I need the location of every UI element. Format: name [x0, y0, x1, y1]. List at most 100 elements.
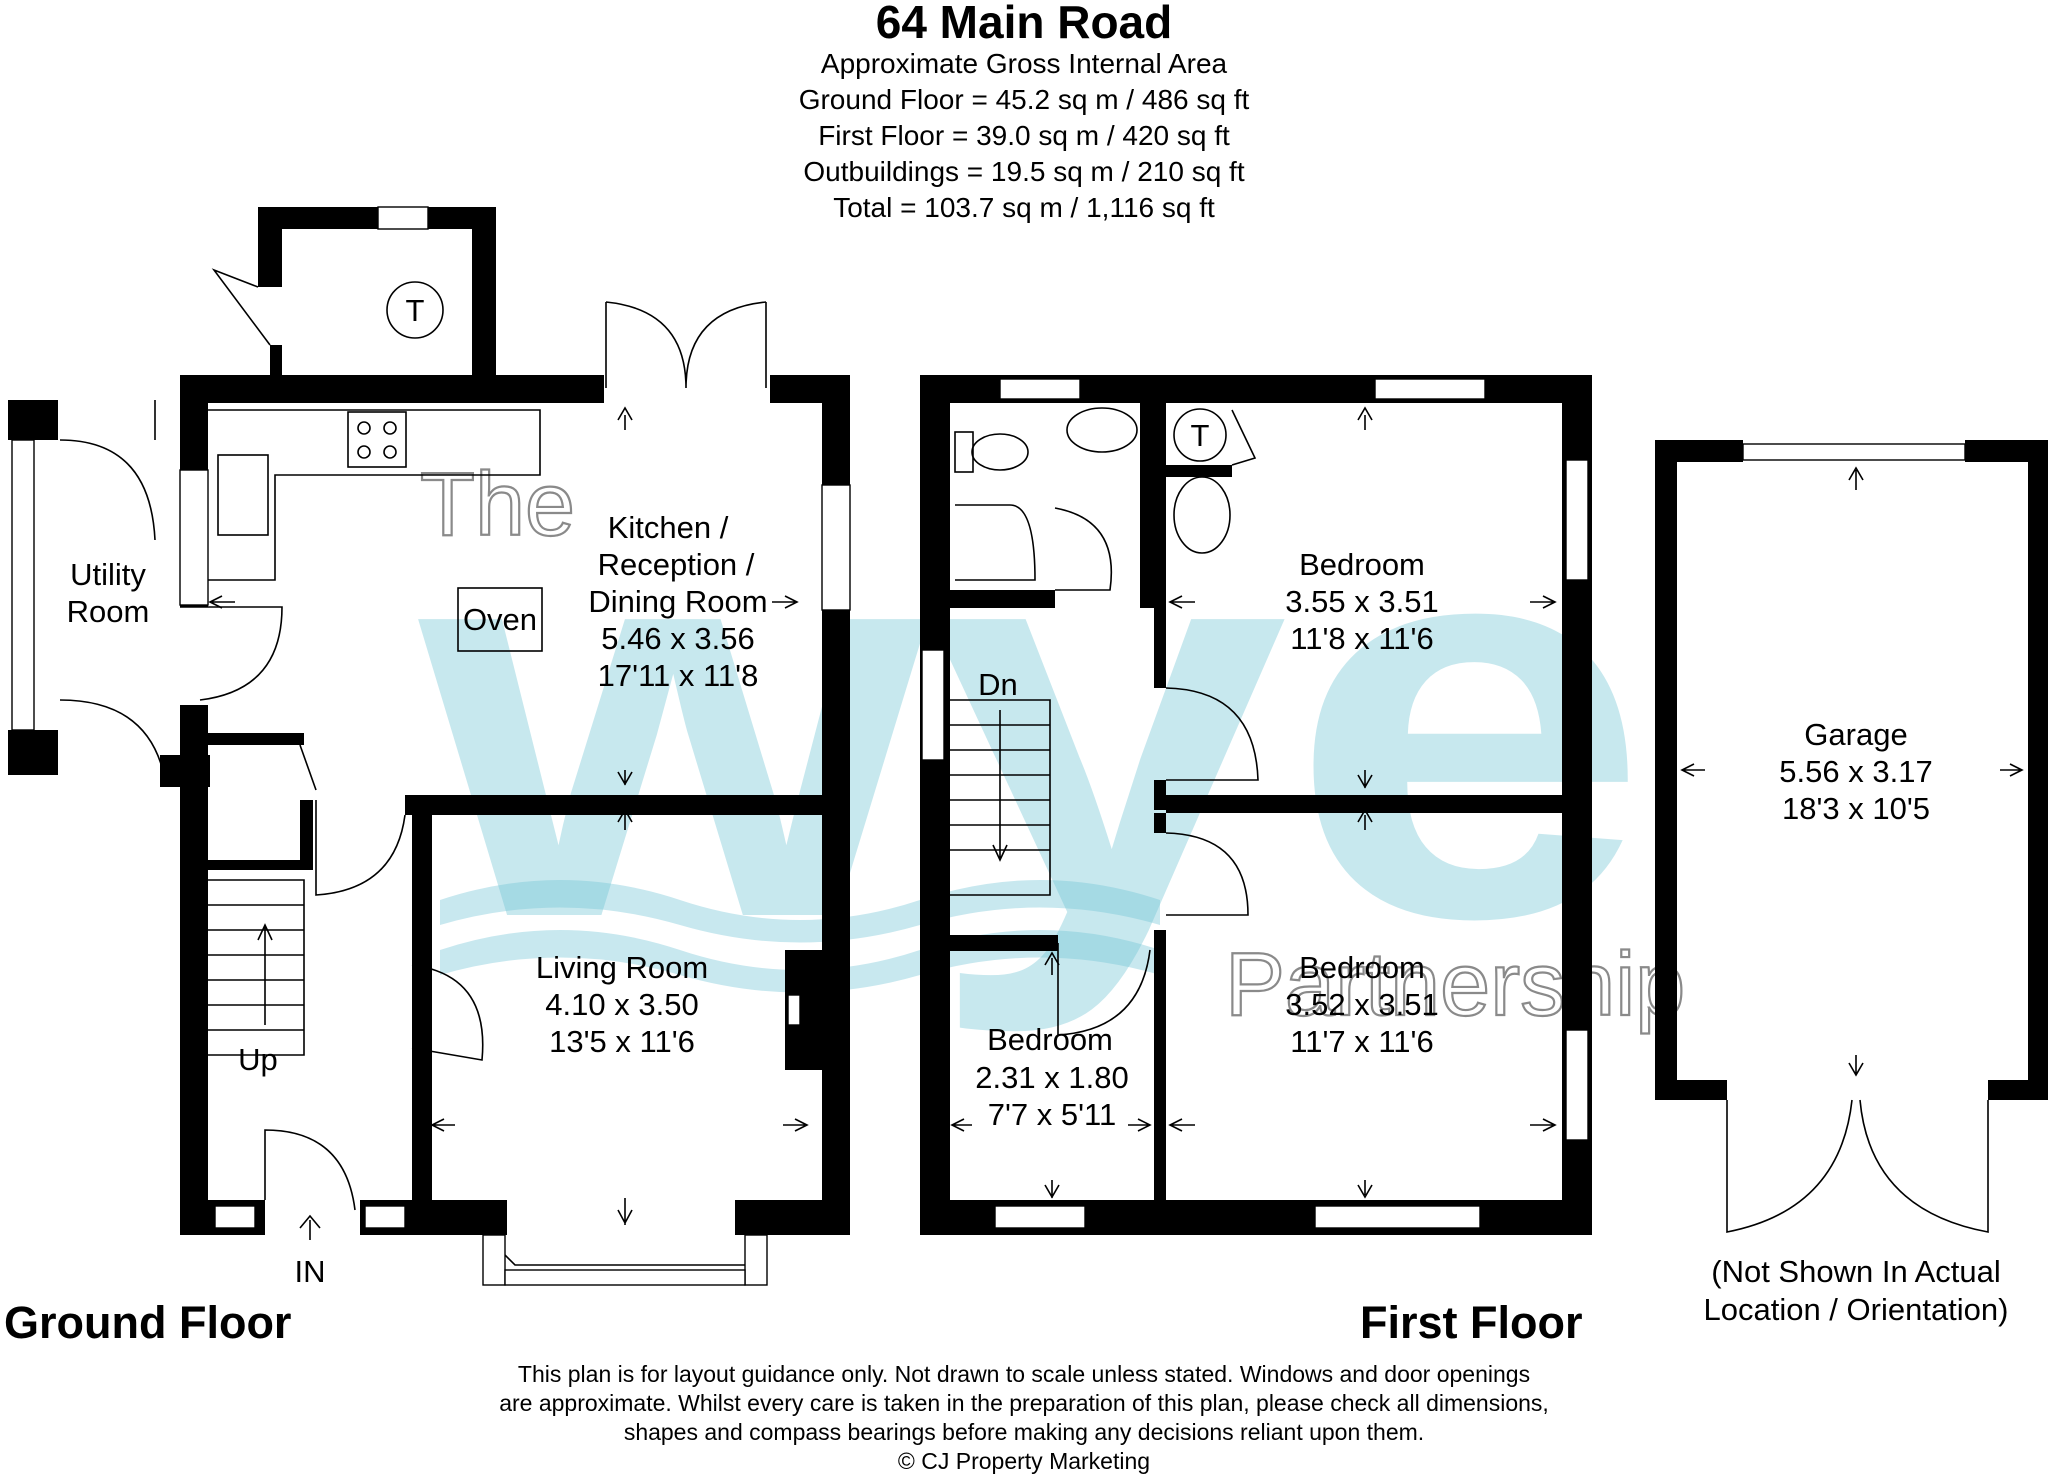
kitchen-label-3: Dining Room	[588, 584, 767, 619]
window	[482, 1234, 506, 1286]
hob	[347, 411, 407, 468]
stairs-up-label: Up	[238, 1042, 278, 1077]
tank-label-first-floor: T	[1191, 418, 1210, 453]
wall	[208, 733, 304, 745]
wall	[412, 1200, 507, 1235]
living-room-dimensions-imperial: 13'5 x 11'6	[549, 1024, 695, 1059]
copyright: © CJ Property Marketing	[898, 1448, 1150, 1474]
bedroom-3-dimensions-metric: 2.31 x 1.80	[975, 1060, 1128, 1095]
wall	[950, 935, 1058, 951]
window	[364, 1205, 406, 1229]
wall	[1166, 795, 1566, 813]
dimension-arrow	[1357, 1180, 1373, 1199]
tank-circle	[1173, 408, 1227, 462]
wall	[1154, 813, 1166, 833]
kitchen-dimensions-imperial: 17'11 x 11'8	[598, 658, 759, 693]
shower	[955, 504, 1036, 581]
garage-dimensions-imperial: 18'3 x 10'5	[1782, 791, 1930, 826]
window	[504, 1269, 746, 1286]
dimension-arrow	[617, 770, 633, 786]
watermark: The wye Partnership	[410, 408, 1687, 1038]
wall	[8, 730, 58, 775]
window	[11, 439, 35, 731]
watermark-top-text: The	[420, 455, 575, 555]
stairs-arrow	[992, 710, 1008, 862]
window	[214, 1205, 256, 1229]
bedroom-3-dimensions-imperial: 7'7 x 5'11	[988, 1097, 1116, 1132]
door-swing	[211, 268, 271, 346]
fireplace	[787, 994, 801, 1026]
first-floor-title: First Floor	[1360, 1297, 1583, 1348]
sink	[217, 454, 269, 536]
stairs-treads	[208, 904, 304, 1031]
wall	[1140, 403, 1154, 608]
oven-label: Oven	[463, 602, 537, 637]
utility-room-label-1: Utility	[70, 557, 146, 592]
window	[994, 1205, 1086, 1229]
dimension-arrow	[1168, 595, 1195, 609]
bedroom-3-label: Bedroom	[987, 1022, 1113, 1057]
dimension-arrow	[1848, 1055, 1864, 1077]
wall	[8, 400, 58, 440]
area-outbuildings: Outbuildings = 19.5 sq m / 210 sq ft	[803, 156, 1244, 187]
wall	[822, 795, 850, 1235]
garage-note-1: (Not Shown In Actual	[1711, 1254, 2001, 1289]
wall	[1154, 930, 1166, 1200]
wall	[1988, 1080, 2048, 1100]
stairs-outline	[208, 879, 305, 1056]
stairs-arrow	[257, 923, 273, 1025]
watermark-brand-text: wye	[410, 408, 1650, 1038]
dimension-arrow	[617, 1198, 633, 1225]
dimension-arrow	[1168, 1118, 1195, 1132]
wall	[300, 800, 313, 870]
wall	[412, 795, 432, 1225]
garage-dimensions-metric: 5.56 x 3.17	[1779, 754, 1932, 789]
dimension-arrow	[617, 808, 633, 830]
wall	[472, 207, 496, 377]
wall	[208, 860, 313, 870]
door-swing	[1054, 507, 1113, 591]
dimension-arrow	[1357, 406, 1373, 430]
kitchen-label-2: Reception /	[598, 547, 755, 582]
wall	[1154, 403, 1166, 688]
basin	[1066, 407, 1138, 453]
wall	[270, 345, 282, 377]
bedroom-2-label: Bedroom	[1299, 950, 1425, 985]
hob-ring	[357, 421, 371, 435]
dimension-arrow	[617, 406, 633, 430]
stairs-down-label: Dn	[978, 667, 1018, 702]
dimension-arrow	[1044, 1180, 1060, 1199]
window	[921, 649, 945, 761]
kitchen-dimensions-metric: 5.46 x 3.56	[601, 621, 754, 656]
door-swing	[411, 964, 484, 1061]
dimension-arrow	[1530, 595, 1557, 609]
wall	[1154, 780, 1166, 810]
french-door-frame	[605, 302, 767, 388]
entrance-label: IN	[295, 1254, 326, 1289]
bedroom-2-dimensions-imperial: 11'7 x 11'6	[1290, 1024, 1433, 1059]
garage-door-swing	[1726, 1099, 1989, 1233]
disclaimer-line-2: are approximate. Whilst every care is ta…	[499, 1390, 1549, 1416]
tank-label: T	[406, 293, 425, 328]
dimension-arrow	[950, 1118, 972, 1132]
disclaimer-line-1: This plan is for layout guidance only. N…	[518, 1361, 1530, 1387]
window	[999, 378, 1081, 400]
bedroom-1-dimensions-imperial: 11'8 x 11'6	[1290, 621, 1433, 656]
kitchen-worktop	[208, 409, 541, 581]
door-swing	[315, 800, 406, 896]
french-door-swing	[605, 301, 767, 389]
ground-floor-plan: T Utility Room Oven Kitchen /	[4, 206, 851, 1348]
wall	[1965, 440, 2048, 462]
door-swing	[59, 400, 156, 541]
door-swing	[1165, 687, 1259, 781]
area-total: Total = 103.7 sq m / 1,116 sq ft	[833, 192, 1215, 223]
dimension-markers	[208, 406, 2024, 1225]
front-door-swing	[264, 1129, 356, 1211]
window	[1565, 1029, 1589, 1141]
wall	[1154, 465, 1232, 477]
dimension-arrow	[1357, 770, 1373, 789]
oven-unit	[457, 587, 543, 652]
door-swing	[1231, 409, 1257, 466]
dimension-arrow	[1044, 951, 1060, 975]
